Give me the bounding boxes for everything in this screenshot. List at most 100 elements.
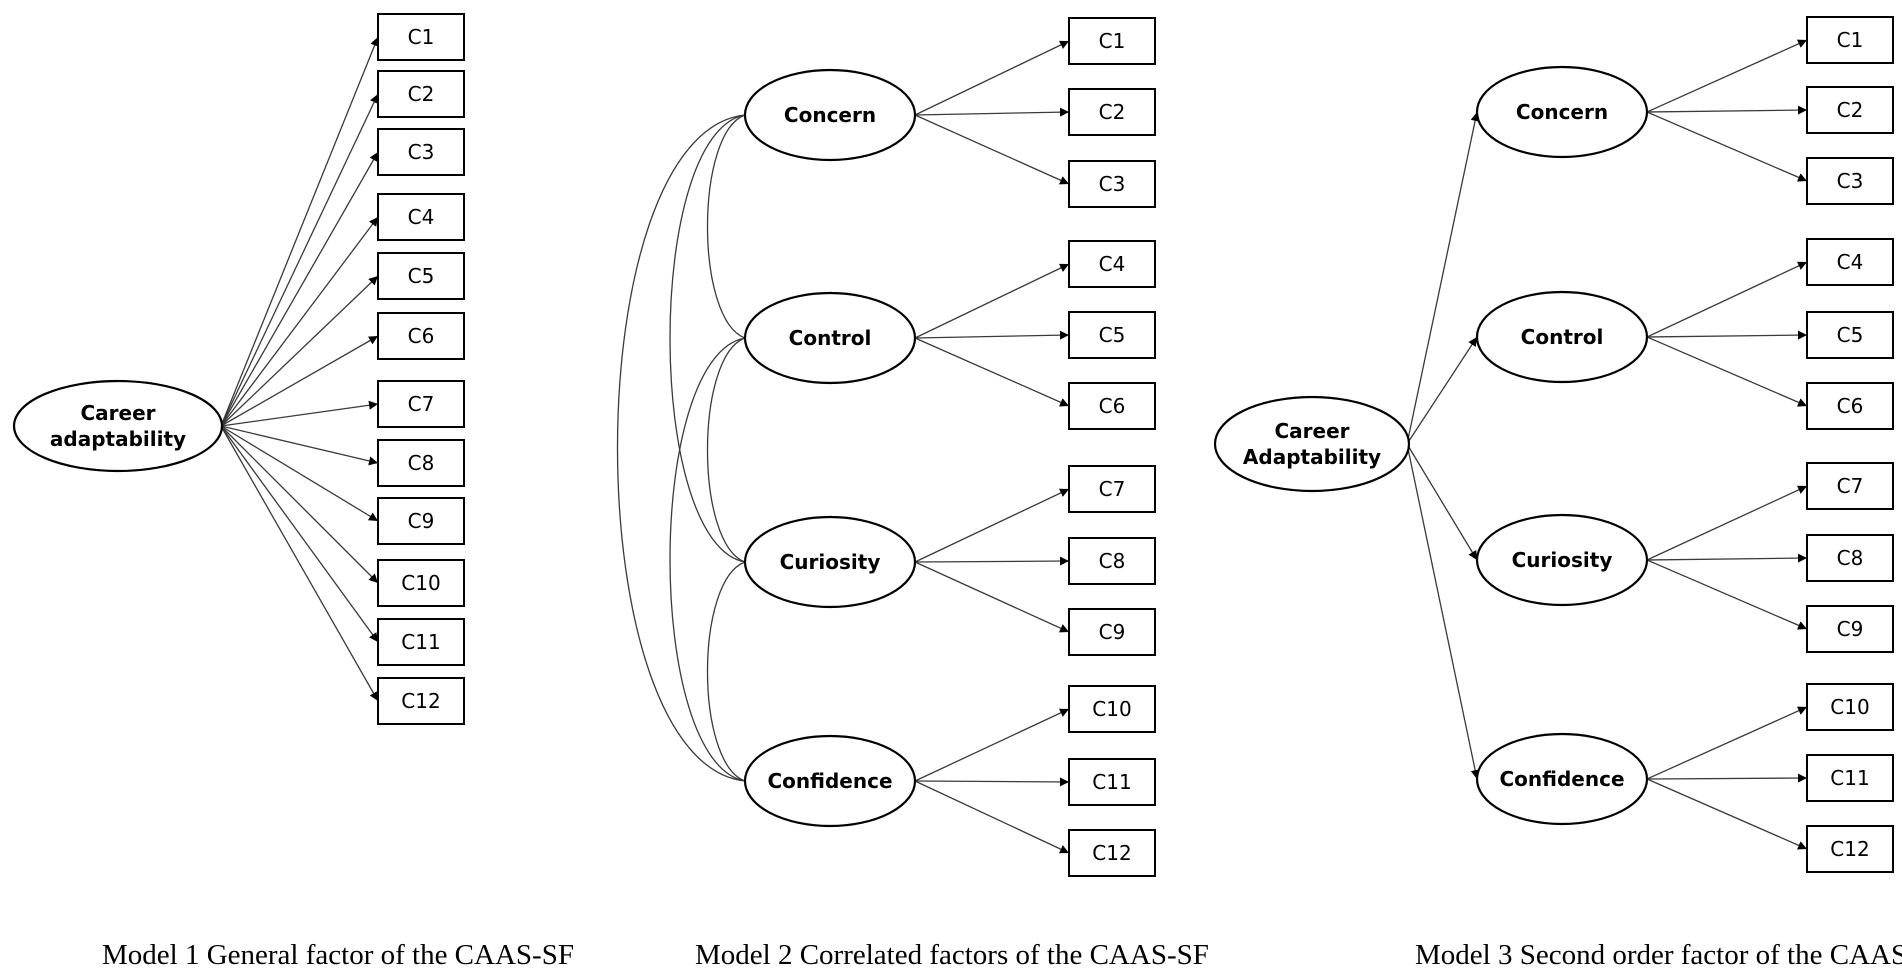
model3-factor-confidence (1475, 732, 1649, 826)
model3-item-c7 (1806, 462, 1894, 510)
model2-item-c3 (1068, 160, 1156, 208)
model2-item-c8 (1068, 537, 1156, 585)
model3-item-c12 (1806, 825, 1894, 873)
model3-item-c2-label: C2 (1837, 98, 1864, 122)
model2-loading-c2 (914, 107, 1070, 117)
model2-factor-confidence (743, 734, 917, 828)
model2-item-c1-label: C1 (1099, 29, 1126, 53)
model2-covariance-concern-confidence (616, 114, 746, 782)
model3-item-c5 (1806, 311, 1894, 359)
model2-item-c2 (1068, 88, 1156, 136)
model3-item-c8-label: C8 (1837, 546, 1864, 570)
model1-caption: Model 1 General factor of the CAAS-SF (102, 939, 574, 971)
model2-loading-c6 (914, 337, 1070, 407)
model3-item-c10 (1806, 683, 1894, 731)
model3-item-c6-label: C6 (1837, 394, 1864, 418)
model2-loading-c11 (914, 777, 1070, 787)
model3-path-confidence (1406, 443, 1480, 780)
model3-factor-concern-label-1: Concern (1516, 100, 1608, 124)
model2-item-c4 (1068, 240, 1156, 288)
model2-item-c1 (1068, 17, 1156, 65)
model2-loading-c10 (914, 708, 1070, 782)
model2-covariance-curiosity-confidence (706, 561, 746, 782)
model2-item-c6 (1068, 382, 1156, 430)
model3-path-control (1406, 336, 1478, 445)
path-nodes: C1C2C3C4C5C6C7C8C9C10C11C12Careeradaptab… (12, 13, 1894, 877)
model3-general-factor-label-1: Career (1274, 419, 1349, 443)
model2-caption: Model 2 Correlated factors of the CAAS-S… (695, 939, 1209, 971)
model3-loading-c11 (1646, 773, 1808, 783)
model2-factor-concern-label-1: Concern (784, 103, 876, 127)
model3-item-c12-label: C12 (1830, 837, 1869, 861)
model1-item-c2-label: C2 (408, 82, 435, 106)
model1-item-c3 (377, 128, 465, 176)
model1-item-c3-label: C3 (408, 140, 435, 164)
model2-covariance-control-curiosity (706, 337, 746, 563)
model2-covariance-concern-curiosity (669, 114, 746, 563)
model3-loading-c8 (1646, 553, 1808, 563)
model2-factor-confidence-label-1: Confidence (767, 769, 892, 793)
model3-general-factor (1213, 395, 1411, 493)
model1-loading-c11 (220, 425, 379, 643)
model3-loading-c12 (1646, 778, 1808, 850)
model1-item-c2 (377, 70, 465, 118)
model1-item-c7-label: C7 (408, 392, 435, 416)
model3-item-c11 (1806, 754, 1894, 802)
model2-loading-c1 (914, 40, 1070, 116)
model1-general-factor (12, 379, 224, 473)
model2-item-c9-label: C9 (1099, 620, 1126, 644)
model3-item-c5-label: C5 (1837, 323, 1864, 347)
model2-item-c12 (1068, 829, 1156, 877)
model2-loading-c8 (914, 556, 1070, 566)
model1-loading-c10 (220, 425, 379, 584)
model3-item-c11-label: C11 (1830, 766, 1869, 790)
model1-item-c9-label: C9 (408, 509, 435, 533)
model2-factor-control (743, 291, 917, 385)
model2-item-c12-label: C12 (1092, 841, 1131, 865)
model3-factor-confidence-label-1: Confidence (1499, 767, 1624, 791)
model2-item-c6-label: C6 (1099, 394, 1126, 418)
model3-item-c1 (1806, 16, 1894, 64)
model1-item-c8-label: C8 (408, 451, 435, 475)
model3-item-c6 (1806, 382, 1894, 430)
model2-item-c4-label: C4 (1099, 252, 1126, 276)
model3-item-c2 (1806, 86, 1894, 134)
model3-item-c8 (1806, 534, 1894, 582)
model2-loading-c4 (914, 263, 1070, 339)
model1-general-factor-label-2: adaptability (50, 427, 186, 451)
model3-path-curiosity (1406, 443, 1478, 561)
model1-loading-c1 (220, 36, 379, 427)
model3-item-c9 (1806, 605, 1894, 653)
model1-loading-c12 (220, 425, 379, 702)
model3-loading-c9 (1646, 559, 1808, 630)
model3-path-concern (1406, 111, 1480, 445)
model1-loading-c9 (220, 425, 379, 522)
model1-item-c4-label: C4 (408, 205, 435, 229)
model3-factor-curiosity-label-1: Curiosity (1512, 548, 1613, 572)
model3-loading-c2 (1646, 105, 1808, 115)
model3-item-c9-label: C9 (1837, 617, 1864, 641)
model2-loading-c7 (914, 488, 1070, 563)
model3-loading-c1 (1646, 39, 1808, 113)
model1-item-c1 (377, 13, 465, 61)
model2-factor-curiosity (743, 515, 917, 609)
model2-item-c8-label: C8 (1099, 549, 1126, 573)
model2-item-c3-label: C3 (1099, 172, 1126, 196)
model3-loading-c3 (1646, 111, 1808, 182)
model2-item-c11-label: C11 (1092, 770, 1131, 794)
model3-item-c4 (1806, 238, 1894, 286)
model2-item-c9 (1068, 608, 1156, 656)
model2-factor-concern (743, 68, 917, 162)
model2-item-c5 (1068, 311, 1156, 359)
model2-item-c11 (1068, 758, 1156, 806)
model2-loading-c9 (914, 561, 1070, 633)
model3-general-factor-label-2: Adaptability (1243, 445, 1381, 469)
model3-factor-curiosity (1475, 513, 1649, 607)
model1-item-c11 (377, 618, 465, 666)
model2-covariance-control-confidence (669, 337, 746, 782)
model1-loading-c6 (220, 335, 379, 427)
model1-item-c1-label: C1 (408, 25, 435, 49)
model3-loading-c4 (1646, 261, 1808, 338)
path-edges (220, 36, 1808, 854)
